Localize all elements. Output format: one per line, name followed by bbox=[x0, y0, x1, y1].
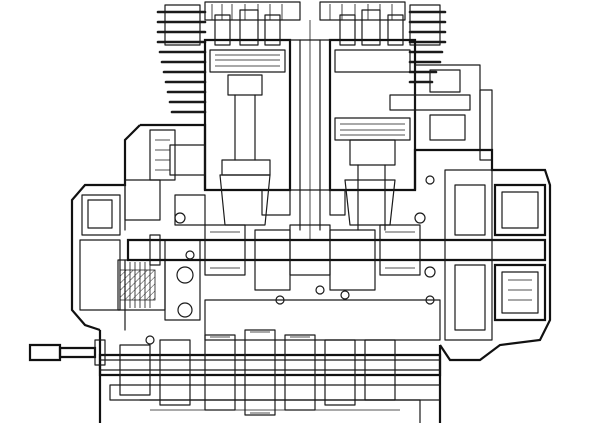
kickstart-lever bbox=[28, 339, 106, 366]
head-cooling-fins-top bbox=[164, 1, 441, 46]
intake-assembly-right bbox=[389, 64, 493, 161]
cylinder-fins-right bbox=[408, 10, 447, 84]
gearbox bbox=[98, 299, 442, 423]
valve-assembly-left bbox=[209, 9, 286, 176]
cylinder-fins-left bbox=[156, 10, 207, 114]
valve-assembly-right bbox=[334, 9, 411, 231]
alternator bbox=[444, 169, 547, 341]
crankshaft bbox=[126, 212, 547, 291]
connecting-rods bbox=[219, 174, 396, 226]
bolts bbox=[145, 175, 435, 345]
